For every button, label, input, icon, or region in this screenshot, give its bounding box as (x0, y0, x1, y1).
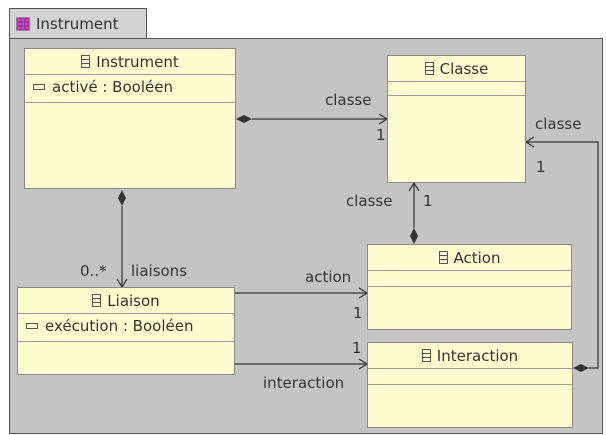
class-interaction[interactable]: Interaction (367, 342, 573, 428)
attribute-text: exécution : Booléen (45, 317, 194, 335)
attribute-text: activé : Booléen (52, 78, 173, 96)
attributes-compartment: activé : Booléen (25, 75, 235, 103)
class-name: Classe (439, 59, 489, 78)
label-action-mult: 1 (353, 304, 363, 322)
class-icon (424, 62, 434, 75)
package-icon (16, 17, 30, 30)
attribute-icon (26, 323, 38, 329)
label-interaction-classe-role: classe (535, 115, 582, 133)
edge-interaction-classe[interactable] (524, 136, 599, 372)
class-instrument[interactable]: Instrument activé : Booléen (24, 48, 236, 189)
label-interaction-mult: 1 (352, 339, 362, 357)
class-classe-header: Classe (388, 56, 525, 82)
label-action-classe-mult: 1 (423, 192, 433, 210)
label-action-classe-role: classe (346, 192, 393, 210)
attribute-row[interactable]: activé : Booléen (25, 75, 235, 99)
class-liaison[interactable]: Liaison exécution : Booléen (17, 287, 235, 375)
attributes-compartment (368, 271, 571, 287)
attribute-row[interactable]: exécution : Booléen (18, 314, 234, 338)
class-icon (438, 251, 448, 264)
class-name: Action (453, 248, 501, 267)
class-name: Liaison (107, 291, 160, 310)
attributes-compartment (388, 82, 525, 96)
class-classe[interactable]: Classe (387, 55, 526, 183)
edge-instrument-classe[interactable] (236, 113, 389, 125)
class-icon (81, 55, 91, 68)
attributes-compartment (368, 369, 572, 385)
class-action-header: Action (368, 245, 571, 271)
label-interaction-role: interaction (263, 374, 345, 392)
package-tab[interactable]: Instrument (9, 8, 147, 38)
attributes-compartment: exécution : Booléen (18, 314, 234, 342)
edge-action-classe[interactable] (408, 181, 420, 244)
package-name: Instrument (36, 14, 119, 33)
class-icon (421, 349, 431, 362)
class-interaction-header: Interaction (368, 343, 572, 369)
label-instrument-classe-mult: 1 (376, 126, 386, 144)
label-liaisons-mult: 0..* (80, 262, 107, 280)
label-liaisons-role: liaisons (131, 262, 188, 280)
label-action-role: action (305, 268, 352, 286)
class-liaison-header: Liaison (18, 288, 234, 314)
edge-instrument-liaison[interactable] (116, 190, 128, 289)
class-name: Interaction (436, 346, 519, 365)
class-action[interactable]: Action (367, 244, 572, 330)
class-instrument-header: Instrument (25, 49, 235, 75)
class-name: Instrument (96, 52, 179, 71)
class-icon (92, 294, 102, 307)
label-instrument-classe-role: classe (325, 91, 372, 109)
label-interaction-classe-mult: 1 (536, 158, 546, 176)
attribute-icon (33, 84, 45, 90)
edge-liaison-interaction[interactable] (235, 358, 369, 370)
edge-liaison-action[interactable] (235, 287, 369, 299)
